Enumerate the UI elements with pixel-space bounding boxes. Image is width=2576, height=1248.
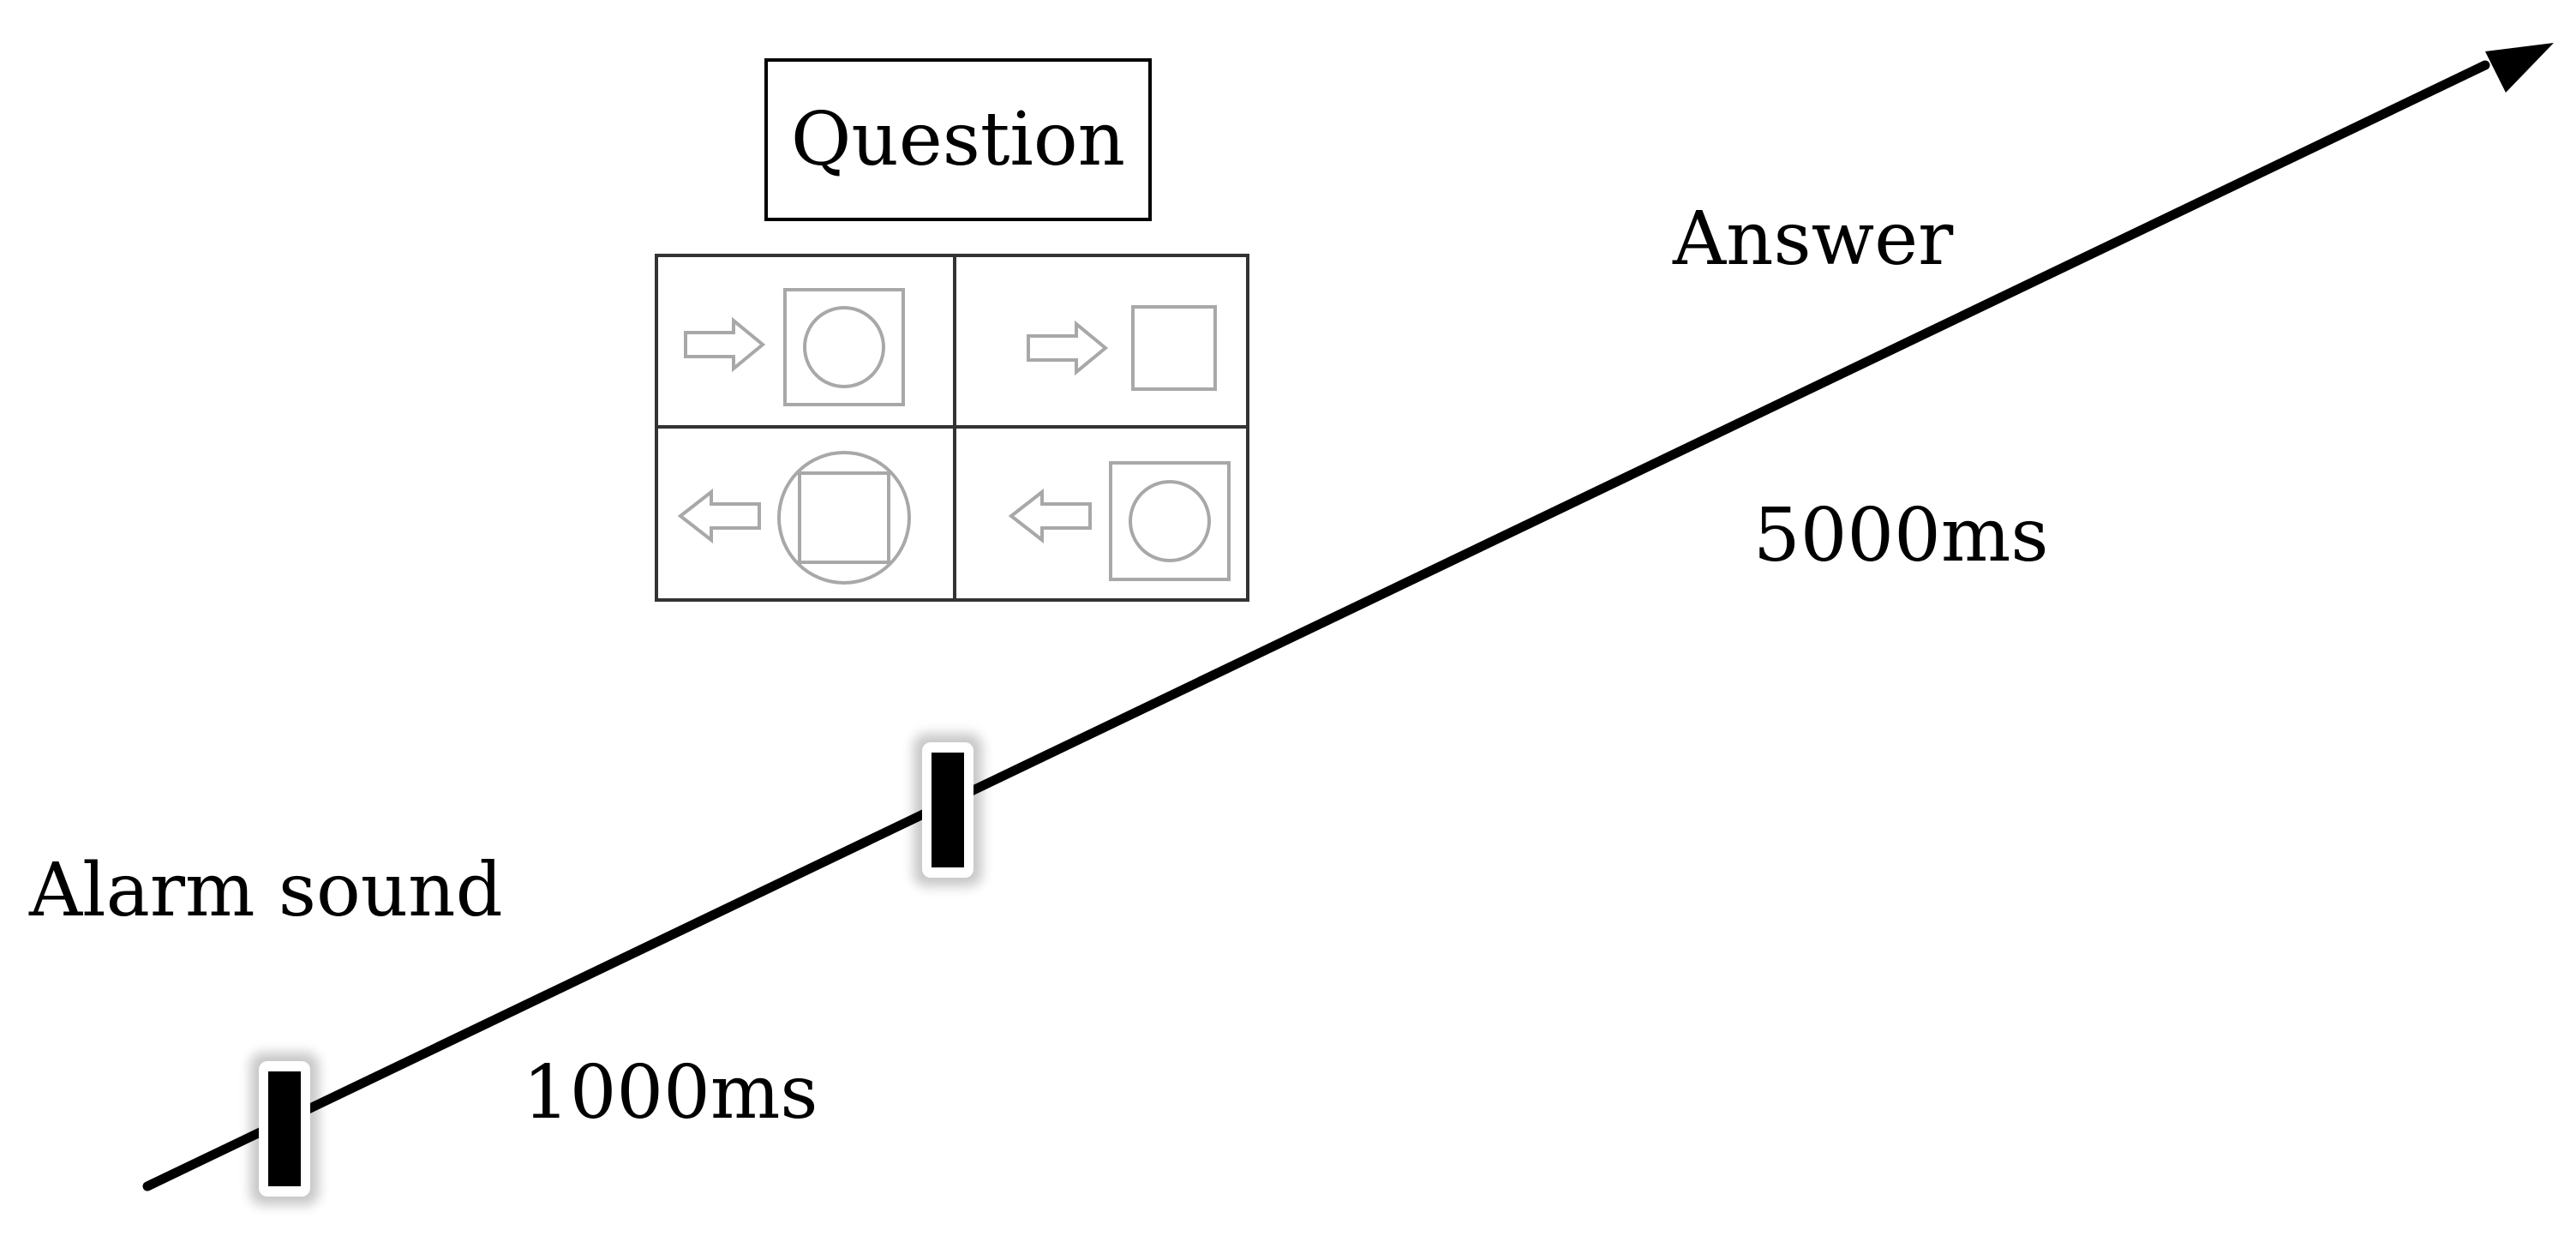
square-shape xyxy=(1131,305,1217,391)
alarm-sound-label: Alarm sound xyxy=(29,848,503,933)
circle-shape xyxy=(777,451,911,585)
duration-1000-label: 1000ms xyxy=(523,1050,818,1136)
alarm-marker xyxy=(250,1053,319,1205)
right-arrow-icon xyxy=(1027,320,1109,376)
timeline-axis xyxy=(142,60,2490,1191)
grid-cell-bottom-right xyxy=(1008,461,1231,581)
square-shape xyxy=(783,288,905,406)
square-shape xyxy=(798,471,890,564)
question-box: Question xyxy=(764,58,1152,221)
grid-cell-bottom-left xyxy=(677,451,911,585)
timeline-arrowhead xyxy=(2485,43,2554,93)
right-arrow-icon xyxy=(684,316,766,373)
square-shape xyxy=(1109,461,1231,581)
left-arrow-icon xyxy=(677,488,761,544)
left-arrow-icon xyxy=(1008,488,1092,544)
answer-label: Answer xyxy=(1673,196,1954,282)
circle-shape xyxy=(1129,480,1211,562)
stimulus-grid xyxy=(655,254,1249,602)
circle-shape xyxy=(803,306,885,388)
grid-cell-top-left xyxy=(684,288,905,406)
duration-5000-label: 5000ms xyxy=(1753,493,2049,579)
grid-cell-top-right xyxy=(1027,305,1217,391)
question-marker xyxy=(914,734,982,886)
question-label: Question xyxy=(790,97,1126,183)
